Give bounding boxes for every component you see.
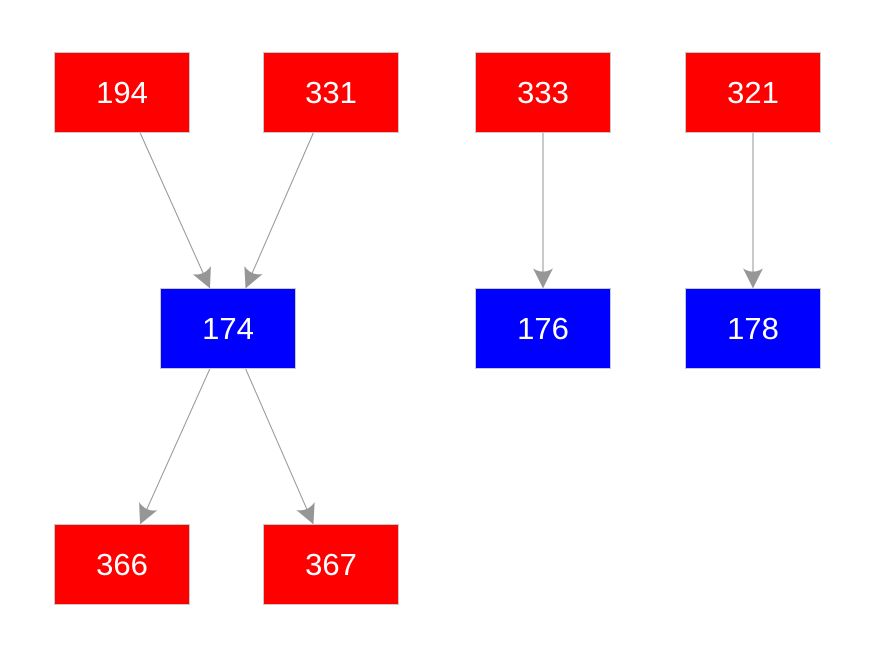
edge-194-to-174 [139, 132, 211, 289]
edge-331-to-174 [244, 132, 314, 289]
node-176: 176 [475, 288, 611, 369]
node-label: 367 [305, 547, 357, 582]
node-331: 331 [263, 52, 399, 133]
node-194: 194 [54, 52, 190, 133]
node-label: 194 [96, 75, 148, 110]
node-label: 178 [727, 311, 779, 346]
node-178: 178 [685, 288, 821, 369]
node-174: 174 [160, 288, 296, 369]
node-label: 176 [517, 311, 569, 346]
node-321: 321 [685, 52, 821, 133]
node-333: 333 [475, 52, 611, 133]
node-label: 321 [727, 75, 779, 110]
node-label: 333 [517, 75, 569, 110]
node-label: 331 [305, 75, 357, 110]
edge-174-to-366 [139, 368, 211, 525]
edge-174-to-367 [245, 368, 315, 525]
node-366: 366 [54, 524, 190, 605]
node-label: 174 [202, 311, 254, 346]
node-367: 367 [263, 524, 399, 605]
node-label: 366 [96, 547, 148, 582]
